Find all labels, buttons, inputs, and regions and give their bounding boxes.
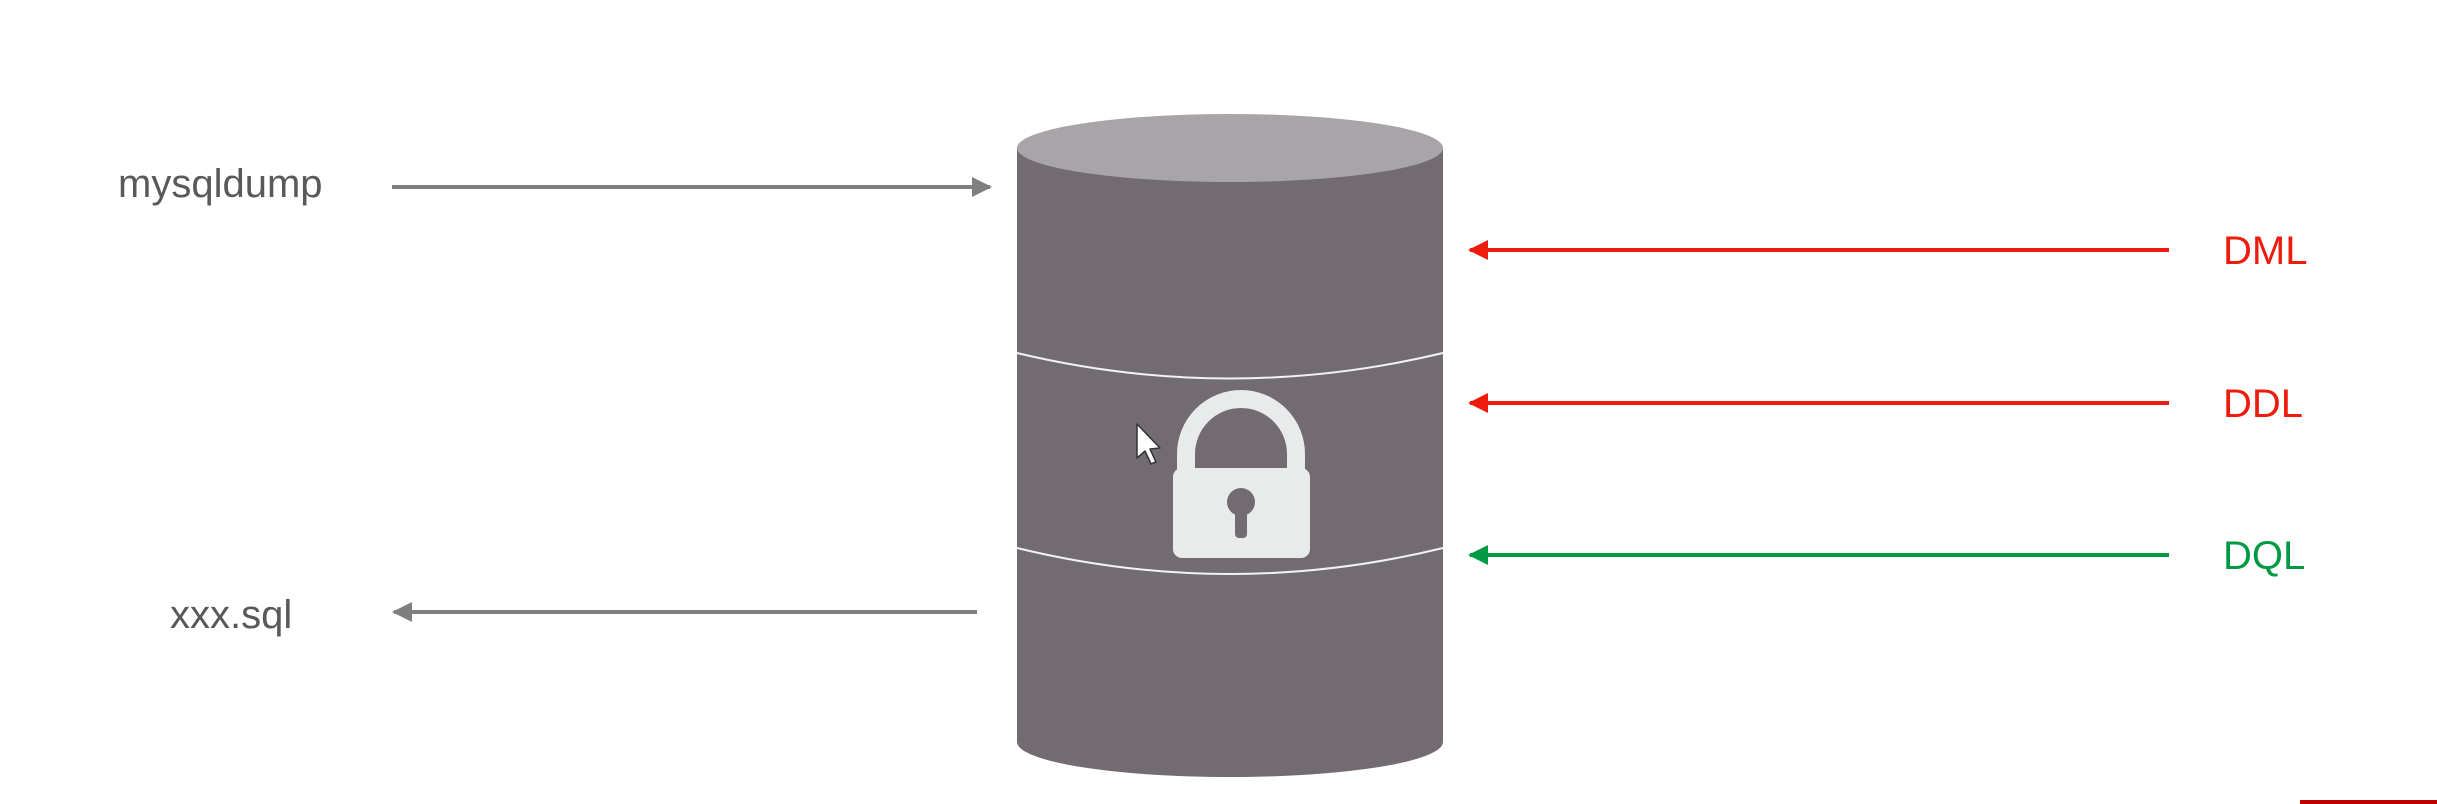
mouse-cursor-icon — [1136, 423, 1161, 465]
ddl-label: DDL — [2223, 382, 2303, 426]
mysqldump-label: mysqldump — [118, 162, 323, 206]
dql-label: DQL — [2223, 534, 2305, 578]
lock-icon — [1173, 390, 1310, 558]
corner-accent — [2300, 800, 2437, 804]
xxx-sql-label: xxx.sql — [170, 593, 292, 637]
cylinder-band-line-2 — [1016, 547, 1444, 575]
cylinder-body — [1017, 148, 1443, 777]
database-cylinder — [1016, 114, 1444, 777]
dml-label: DML — [2223, 229, 2307, 273]
cylinder-top — [1017, 114, 1443, 182]
cylinder-band-line-1 — [1016, 352, 1444, 380]
